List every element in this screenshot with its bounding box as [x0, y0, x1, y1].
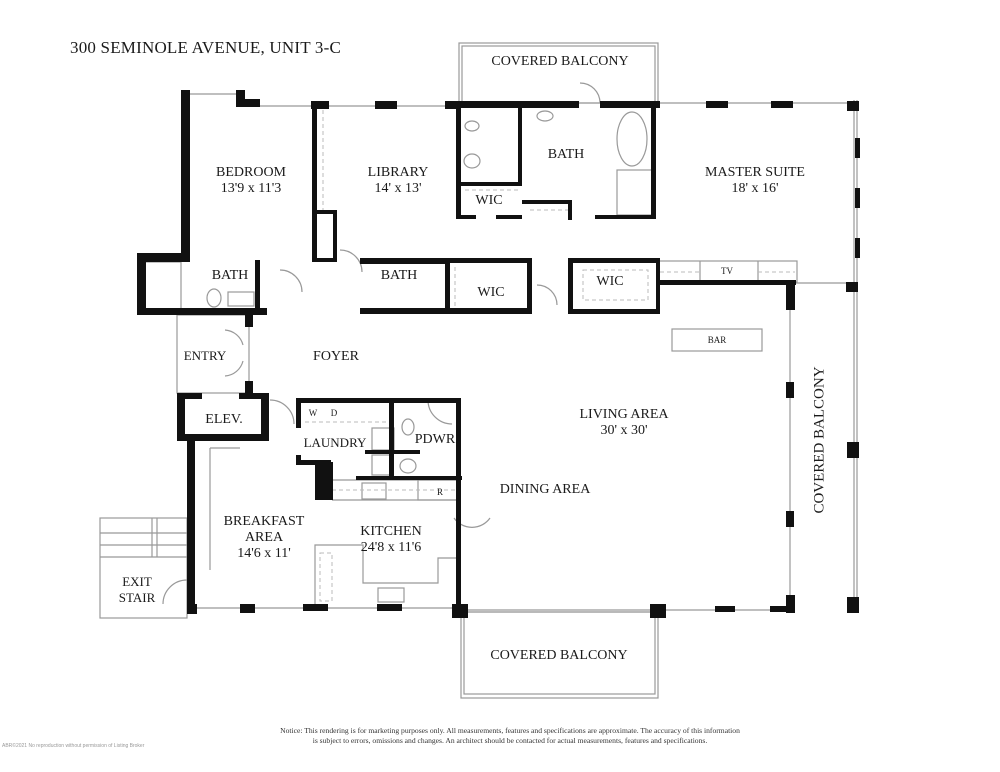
tv-cabinet: TV [721, 266, 733, 276]
room-wic-right: WIC [596, 274, 624, 289]
room-exit-stair: EXIT STAIR [119, 574, 156, 606]
room-library-bath: BATH [380, 268, 418, 283]
property-title: 300 SEMINOLE AVENUE, UNIT 3-C [70, 38, 342, 57]
room-master-suite: MASTER SUITE 18' x 16' [705, 165, 805, 197]
room-name: EXIT [122, 574, 152, 589]
room-name: BEDROOM [215, 165, 287, 180]
dryer: D [330, 408, 338, 418]
room-elevator: ELEV. [205, 412, 243, 427]
room-laundry: LAUNDRY [303, 435, 367, 450]
washer: W [308, 408, 318, 418]
copyright-watermark: ABR©2021 No reproduction without permiss… [2, 743, 145, 749]
room-dining-area: DINING AREA [499, 482, 591, 497]
room-name-line2: STAIR [118, 590, 156, 605]
room-covered-balcony-bottom: COVERED BALCONY [490, 648, 628, 663]
room-dimensions: 18' x 16' [731, 181, 779, 196]
room-breakfast-area: BREAKFAST AREA 14'6 x 11' [224, 514, 305, 562]
thin-lines [99, 42, 858, 699]
room-covered-balcony-top: COVERED BALCONY [491, 54, 629, 69]
room-dimensions: 14' x 13' [374, 181, 422, 196]
room-covered-balcony-right: COVERED BALCONY [811, 366, 828, 514]
room-name: MASTER SUITE [705, 165, 805, 180]
room-dimensions: 30' x 30' [600, 423, 648, 438]
bar-counter: BAR [707, 335, 727, 345]
room-powder: PDWR [414, 432, 456, 447]
room-name: LIBRARY [367, 165, 429, 180]
room-entry: ENTRY [183, 348, 227, 363]
room-dimensions: 14'6 x 11' [237, 546, 291, 561]
room-wic-master-left: WIC [475, 193, 503, 208]
room-dimensions: 24'8 x 11'6 [360, 540, 422, 555]
room-dimensions: 13'9 x 11'3 [220, 181, 282, 196]
room-master-bath: BATH [547, 147, 585, 162]
room-name-line2: AREA [244, 530, 284, 545]
notice-line-1: Notice: This rendering is for marketing … [280, 726, 740, 735]
room-name: KITCHEN [360, 524, 422, 539]
room-wic-center: WIC [477, 285, 505, 300]
room-living-area: LIVING AREA 30' x 30' [579, 407, 668, 439]
walls [137, 90, 860, 618]
room-bedroom-bath: BATH [211, 268, 249, 283]
notice-line-2: is subject to errors, omissions and chan… [312, 736, 708, 745]
room-library: LIBRARY 14' x 13' [368, 165, 429, 197]
room-foyer: FOYER [313, 349, 359, 364]
room-name: LIVING AREA [579, 407, 669, 422]
room-bedroom: BEDROOM 13'9 x 11'3 [216, 165, 286, 197]
room-kitchen: KITCHEN 24'8 x 11'6 [360, 524, 421, 556]
dashed-lines [305, 110, 795, 602]
disclaimer-notice: Notice: This rendering is for marketing … [250, 726, 770, 746]
refrigerator: R [436, 487, 444, 497]
room-name: BREAKFAST [223, 514, 305, 529]
